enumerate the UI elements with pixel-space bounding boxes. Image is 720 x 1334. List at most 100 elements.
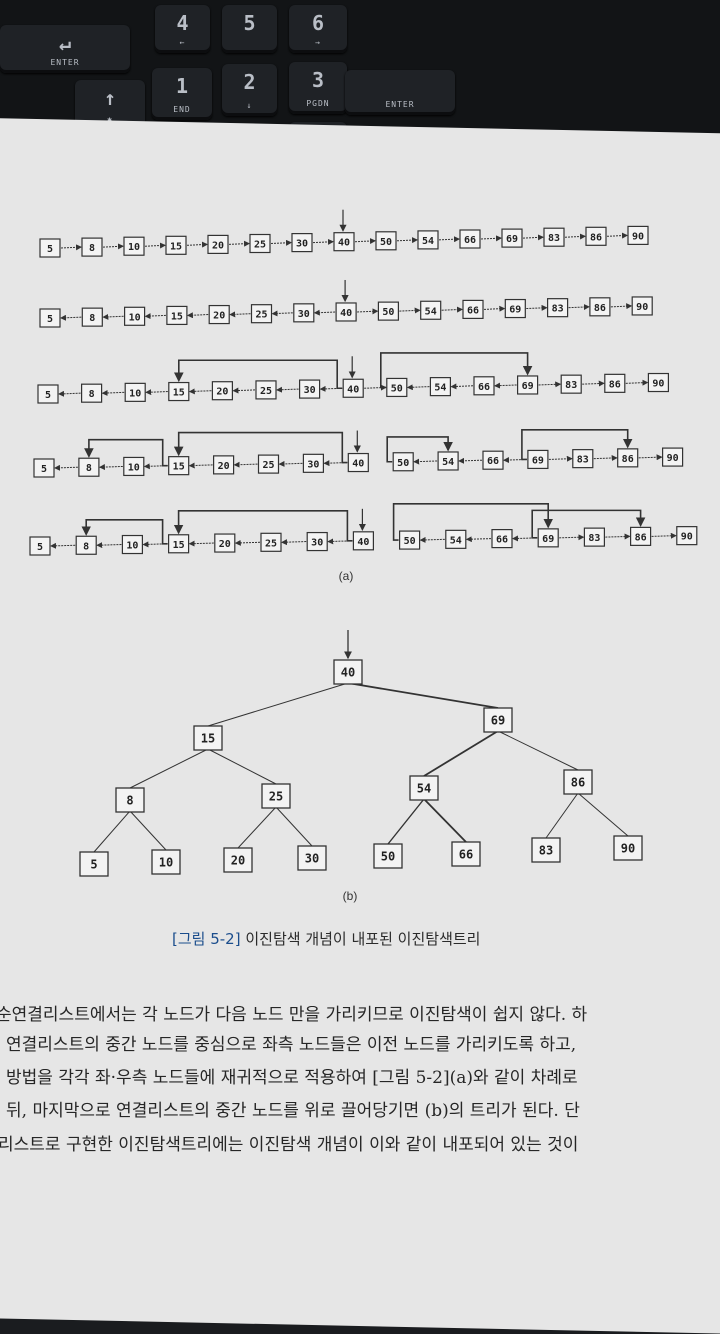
list-node: 5 — [39, 308, 61, 328]
list-node: 50 — [392, 452, 414, 472]
node-value: 86 — [590, 232, 602, 243]
tree-node: 25 — [261, 783, 291, 809]
node-value: 90 — [681, 532, 693, 543]
list-node: 15 — [165, 235, 187, 255]
list-node: 40 — [347, 452, 369, 473]
key-label: 3 — [311, 68, 325, 92]
node-value: 5 — [47, 314, 53, 325]
node-value: 8 — [89, 389, 95, 400]
list-node: 15 — [166, 305, 188, 326]
tree-node-value: 66 — [459, 848, 473, 862]
node-value: 54 — [442, 457, 454, 468]
list-link — [234, 539, 261, 546]
keyboard-key: 2↓ — [222, 64, 277, 116]
node-value: 15 — [170, 241, 182, 252]
recursion-link — [81, 518, 168, 545]
node-value: 8 — [83, 541, 89, 552]
list-node: 86 — [585, 226, 607, 246]
list-node: 83 — [572, 449, 594, 469]
list-link — [276, 386, 299, 393]
recursion-links — [81, 352, 646, 545]
tree-edge — [423, 730, 499, 777]
list-node: 90 — [661, 447, 684, 467]
keyboard-key: ↵ENTER — [0, 25, 130, 73]
node-value: 83 — [548, 233, 560, 244]
list-node: 20 — [211, 381, 233, 401]
list-node: 86 — [629, 526, 652, 546]
list-link — [605, 533, 631, 540]
list-link — [406, 384, 430, 391]
list-node: 69 — [504, 298, 526, 319]
list-node: 40 — [352, 531, 374, 551]
node-value: 8 — [89, 243, 95, 254]
list-node: 5 — [29, 536, 51, 556]
list-link — [60, 244, 82, 251]
caption-text: 이진탐색 개념이 내포된 이진탐색트리 — [245, 930, 481, 948]
list-node: 86 — [604, 373, 626, 393]
node-value: 40 — [347, 384, 359, 395]
node-value: 5 — [41, 464, 47, 475]
list-link — [281, 539, 307, 546]
list-link — [582, 380, 605, 387]
tree-node-value: 8 — [126, 794, 133, 808]
list-link — [396, 237, 418, 244]
tree-edge — [275, 806, 313, 847]
list-link — [188, 540, 214, 547]
list-node: 69 — [527, 449, 549, 470]
list-link — [483, 305, 506, 312]
recursion-link — [392, 503, 553, 541]
list-link — [564, 233, 586, 240]
node-value: 66 — [467, 305, 479, 316]
list-node: 20 — [208, 304, 230, 325]
tree-edge — [207, 682, 349, 727]
list-link — [458, 457, 483, 464]
list-node: 83 — [543, 227, 565, 247]
list-link — [548, 455, 573, 462]
list-node: 54 — [420, 300, 442, 320]
node-value: 5 — [45, 390, 51, 401]
tree-node-value: 69 — [491, 714, 505, 728]
list-node: 90 — [647, 372, 670, 393]
node-value: 40 — [338, 238, 350, 249]
tree-edge — [577, 792, 629, 837]
tree-node: 40 — [333, 659, 363, 685]
keyboard-key: 6→ — [289, 5, 347, 53]
list-node: 66 — [482, 450, 504, 470]
list-link — [232, 387, 256, 394]
recursion-link — [380, 352, 533, 389]
key-label: 2 — [243, 70, 256, 94]
list-node: 40 — [333, 232, 355, 252]
tree-node: 69 — [483, 707, 513, 733]
body-line: 방법을 각각 좌·우측 노드들에 재귀적으로 적용하여 [그림 5-2](a)와… — [6, 1068, 578, 1088]
list-link — [559, 534, 585, 541]
list-node: 66 — [473, 376, 495, 396]
list-link — [228, 240, 250, 247]
node-value: 10 — [128, 242, 140, 253]
node-value: 10 — [129, 312, 141, 323]
list-node: 25 — [255, 380, 277, 400]
tree-edge — [347, 682, 499, 709]
tree-node: 66 — [451, 841, 481, 867]
list-link — [60, 314, 82, 321]
node-value: 15 — [173, 540, 185, 551]
tree-edge — [387, 798, 425, 845]
body-line: 뒤, 마지막으로 연결리스트의 중간 노드를 위로 끌어당기면 (b)의 트리가… — [6, 1101, 580, 1121]
node-value: 10 — [129, 388, 141, 399]
tree-edge — [93, 810, 131, 853]
list-node: 15 — [168, 456, 190, 476]
node-value: 30 — [296, 239, 308, 250]
list-node: 66 — [459, 229, 481, 249]
list-link — [186, 241, 208, 248]
figure-caption: [그림 5-2] 이진탐색 개념이 내포된 이진탐색트리 — [172, 928, 480, 949]
tree-node-value: 25 — [269, 790, 283, 804]
list-link — [102, 243, 124, 250]
tree-node-value: 83 — [539, 844, 553, 858]
key-sublabel: ✱ — [107, 115, 113, 124]
node-value: 69 — [509, 305, 521, 316]
list-node: 10 — [124, 382, 146, 402]
tree-edge — [423, 798, 467, 843]
node-value: 50 — [380, 237, 392, 248]
node-value: 10 — [128, 462, 140, 473]
node-value: 40 — [357, 537, 369, 548]
node-value: 20 — [219, 539, 231, 550]
